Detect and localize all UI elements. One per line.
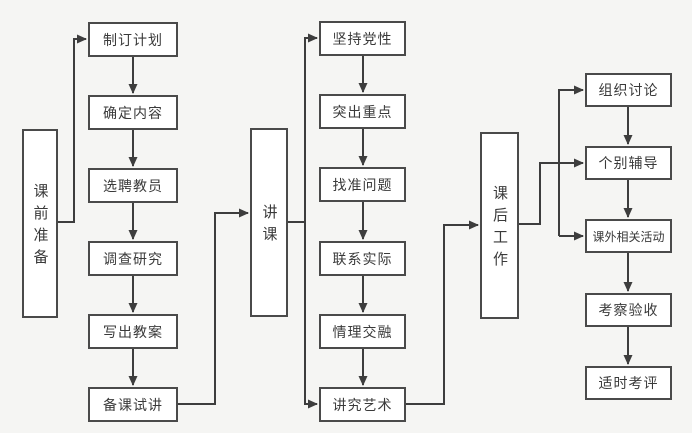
node-extracurricular-activities: 课外相关活动 — [585, 219, 672, 253]
node-lecture: 讲课 — [250, 128, 288, 317]
node-rehearse-lesson: 备课试讲 — [88, 387, 178, 422]
node-individual-tutoring: 个别辅导 — [585, 146, 672, 180]
node-inspection-acceptance: 考察验收 — [585, 293, 672, 327]
node-make-plan: 制订计划 — [88, 22, 178, 57]
node-determine-content: 确定内容 — [88, 95, 178, 130]
node-highlight-key-points: 突出重点 — [319, 94, 406, 129]
arrow-artistry-to-post — [406, 220, 479, 405]
node-post-class-work: 课后工作 — [480, 132, 519, 319]
arrow-lecture-to-party-spirit — [288, 33, 318, 223]
node-pursue-artistry: 讲究艺术 — [319, 387, 406, 422]
node-identify-problems: 找准问题 — [319, 167, 406, 202]
node-group-discussion: 组织讨论 — [585, 73, 672, 107]
node-party-spirit: 坚持党性 — [319, 21, 406, 56]
node-blend-emotion-reason: 情理交融 — [319, 314, 406, 349]
diagram-background — [0, 0, 692, 433]
arrow-lecture-to-artistry — [304, 222, 318, 409]
node-pre-class-preparation: 课前准备 — [22, 129, 58, 318]
node-link-to-practice: 联系实际 — [319, 241, 406, 276]
node-label: 课前准备 — [31, 183, 49, 271]
arrow-pre-to-plan — [58, 34, 87, 223]
node-label: 讲课 — [260, 204, 278, 248]
node-timely-evaluation: 适时考评 — [585, 366, 672, 400]
arrow-post-to-tutoring — [519, 158, 584, 225]
node-select-instructors: 选聘教员 — [88, 168, 178, 203]
arrow-rehearsal-to-lecture — [178, 208, 249, 405]
node-write-lesson-plan: 写出教案 — [88, 314, 178, 349]
node-investigate-research: 调查研究 — [88, 241, 178, 276]
arrow-branch-to-discussion — [558, 85, 584, 236]
node-label: 课后工作 — [491, 185, 508, 273]
